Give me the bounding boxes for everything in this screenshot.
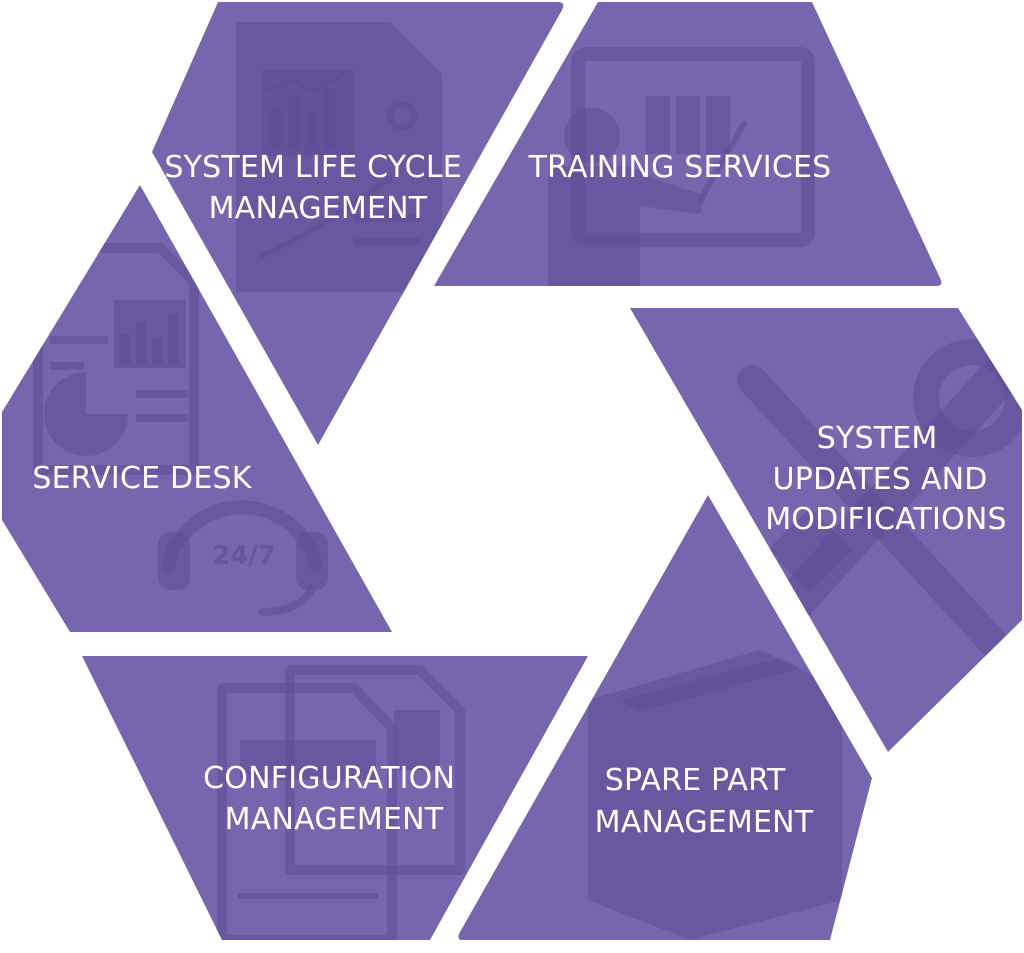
segment-spare-label: SPARE PART MANAGEMENT (595, 763, 814, 840)
label-line: TRAINING SERVICES (528, 150, 832, 185)
label-line: CONFIGURATION (203, 761, 455, 796)
headset-icon: 24/7 (33, 243, 328, 616)
segment-updates-label: SYSTEM UPDATES AND MODIFICATIONS (765, 421, 1007, 537)
label-line: SERVICE DESK (32, 461, 252, 496)
label-line: MANAGEMENT (209, 191, 428, 226)
label-line: SYSTEM (817, 421, 938, 456)
segment-lifecycle[interactable]: SYSTEM LIFE CYCLE MANAGEMENT (152, 2, 564, 445)
label-line: MANAGEMENT (225, 802, 444, 837)
segment-updates[interactable]: SYSTEM UPDATES AND MODIFICATIONS (630, 308, 1022, 752)
label-line: MODIFICATIONS (765, 502, 1007, 537)
segment-spare[interactable]: SPARE PART MANAGEMENT (458, 495, 872, 940)
service-desk-badge: 24/7 (212, 541, 276, 571)
presenter-icon (548, 47, 815, 286)
tools-icon (737, 339, 1022, 665)
label-line: UPDATES AND (773, 462, 988, 497)
segment-training-label: TRAINING SERVICES (528, 150, 832, 185)
label-line: MANAGEMENT (595, 805, 814, 840)
box-icon (588, 650, 842, 940)
label-line: SPARE PART (605, 763, 786, 798)
segment-lifecycle-label: SYSTEM LIFE CYCLE MANAGEMENT (164, 150, 471, 226)
label-line: SYSTEM LIFE CYCLE (164, 150, 462, 185)
document-chart-icon (236, 22, 442, 292)
segment-servicedesk[interactable]: 24/7 SERVICE DESK (2, 185, 392, 632)
segment-training[interactable]: TRAINING SERVICES (434, 2, 942, 290)
documents-icon (217, 665, 465, 940)
segment-configuration-label: CONFIGURATION MANAGEMENT (203, 761, 465, 837)
segment-servicedesk-label: SERVICE DESK (32, 461, 252, 496)
segment-configuration[interactable]: CONFIGURATION MANAGEMENT (82, 656, 588, 940)
